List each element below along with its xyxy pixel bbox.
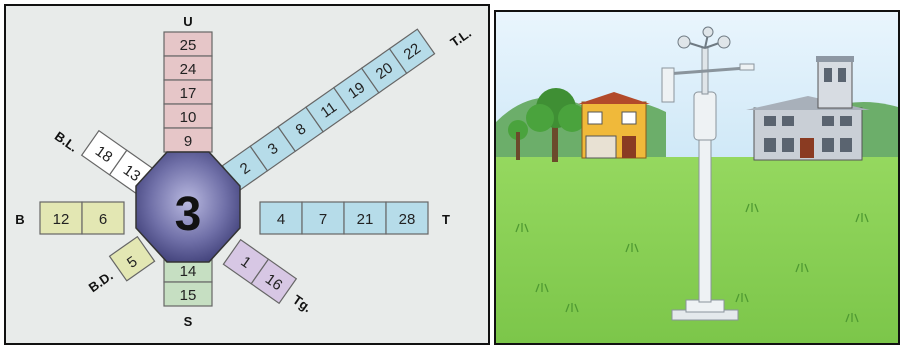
north-cell-1: 25 [180,37,197,54]
north-label: U [183,14,192,29]
south-cell-1: 14 [180,263,197,280]
south-label: S [184,314,193,329]
east-cell-3: 21 [357,211,374,228]
east-label: T [442,212,450,227]
north-cell-3: 17 [180,85,197,102]
north-cell-4: 10 [180,109,197,126]
weather-station-illustration [494,10,900,345]
north-cell-5: 9 [184,133,192,150]
east-cell-1: 4 [277,211,285,228]
west-cell-2: 6 [99,211,107,228]
west-label: B [15,212,24,227]
east-cell-4: 28 [399,211,416,228]
center-value: 3 [175,188,202,241]
yellow-house [578,92,650,158]
wind-direction-diagram-panel: 25 24 17 10 9 U 14 15 S 4 7 21 28 T 12 6… [4,4,490,345]
north-cell-2: 24 [180,61,197,78]
south-cell-2: 15 [180,287,197,304]
west-cell-1: 12 [53,211,70,228]
east-cell-2: 7 [319,211,327,228]
